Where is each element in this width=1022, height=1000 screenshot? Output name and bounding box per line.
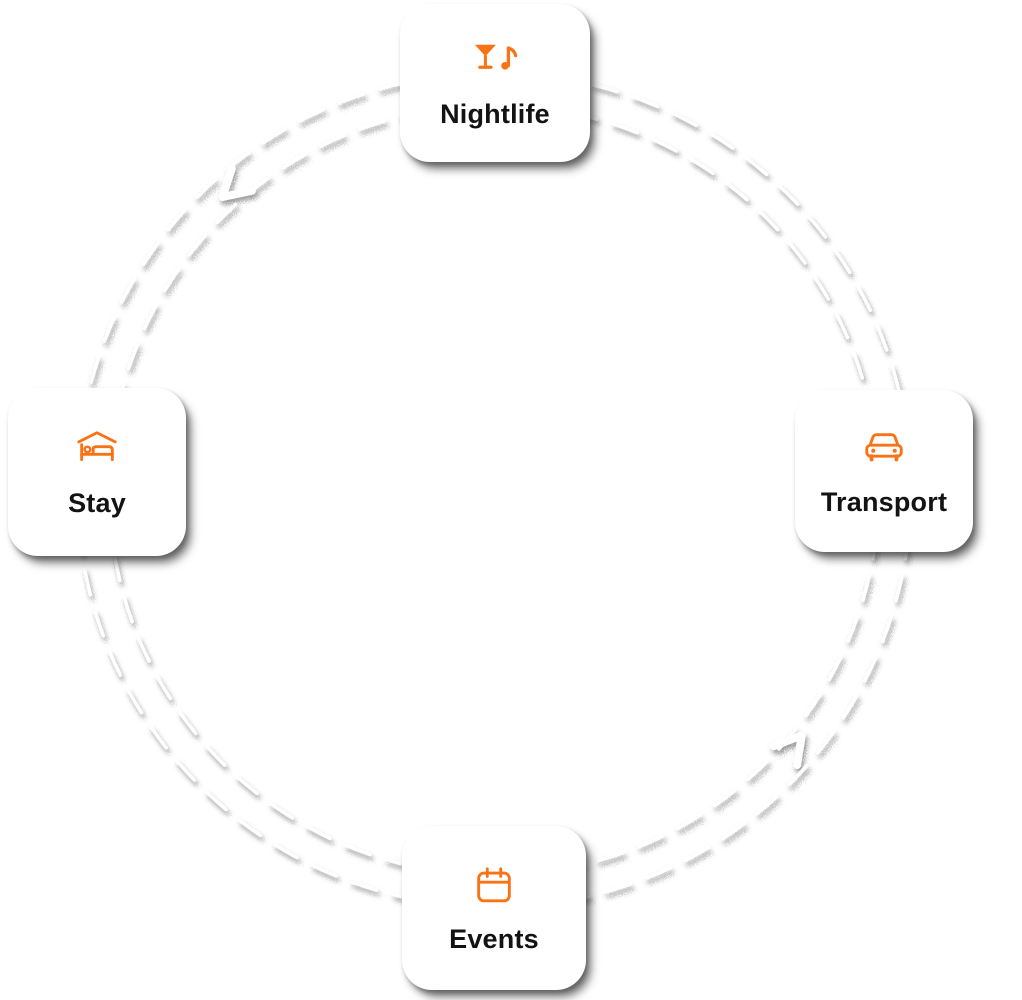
arrow-head-icon [769,731,806,769]
node-label: Events [449,923,539,954]
node-label: Nightlife [440,98,550,129]
node-card-transport: Transport [795,390,973,552]
calendar-icon [470,862,518,910]
node-label: Stay [68,487,126,518]
inner-dashed-ring [107,103,881,877]
car-icon [860,425,908,473]
node-card-stay: Stay [8,388,186,556]
cocktail-music-icon [471,37,519,85]
node-card-nightlife: Nightlife [400,4,590,162]
node-label: Transport [820,486,948,517]
node-card-events: Events [402,826,586,990]
bed-icon [73,426,121,474]
arrow-head-icon [218,164,256,202]
outer-dashed-ring [75,71,913,909]
